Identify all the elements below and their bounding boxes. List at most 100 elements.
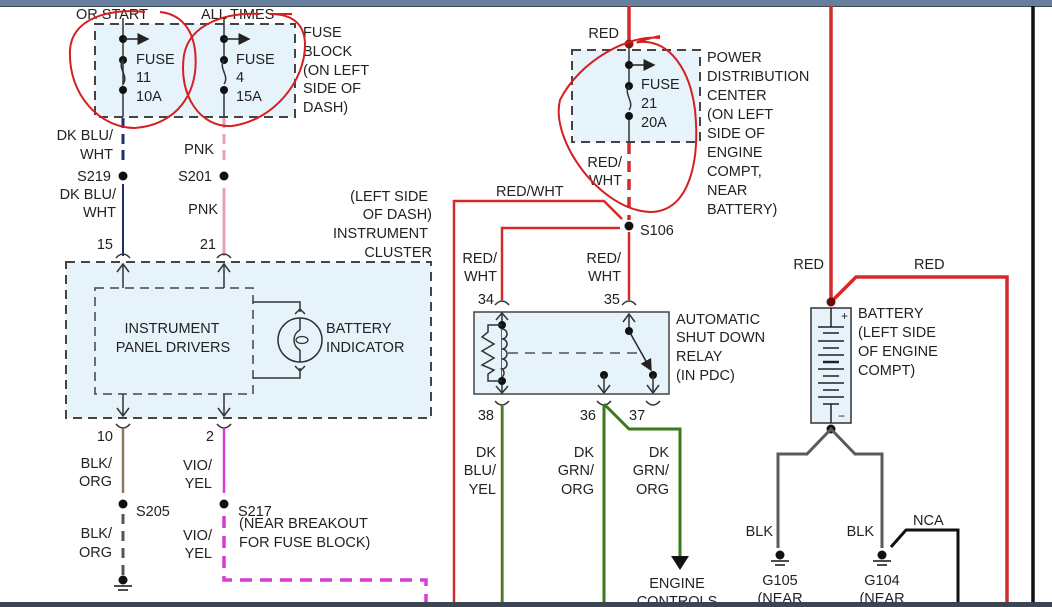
- wire-label: PNK: [184, 142, 214, 158]
- wire-red-right: [829, 275, 1009, 602]
- arrow-icon: [495, 311, 509, 395]
- arrow-down-icon: [116, 407, 130, 418]
- splice-s219: [118, 171, 128, 181]
- wire-label: RED/WHT: [496, 184, 564, 200]
- power-distribution-center: RED FUSE 21 20A POWER DISTRIBUTION CENTE…: [571, 6, 809, 218]
- drivers-label: INSTRUMENT: [124, 321, 219, 337]
- pdc-label: SIDE OF: [707, 126, 765, 142]
- wire-pnk: PNK S201 PNK: [178, 118, 229, 256]
- pdc-label: (ON LEFT: [707, 107, 773, 123]
- wire-label: DK: [649, 445, 669, 461]
- wire-vio-yel: VIO/ YEL S217 (NEAR BREAKOUT FOR FUSE BL…: [183, 428, 428, 602]
- annotation-circle-fuse-11: [68, 10, 197, 130]
- asd-relay: 34 35 AUTOMATIC SHUT DOWN RELAY (IN PDC)…: [473, 292, 765, 424]
- pin-34-label: 34: [478, 292, 494, 308]
- instrument-cluster: (LEFT SIDE OF DASH) INSTRUMENT CLUSTER I…: [65, 189, 432, 445]
- wire-label: RED/: [587, 155, 623, 171]
- wire-label: RED: [793, 257, 824, 273]
- cluster-label: OF DASH): [363, 207, 432, 223]
- battery-label: BATTERY: [858, 306, 924, 322]
- wire-label: WHT: [588, 269, 621, 285]
- ground-wires: BLK BLK NCA G105 (NEAR G104 (NEAR: [746, 426, 960, 607]
- splice-s217-note: FOR FUSE BLOCK): [239, 535, 370, 551]
- fuse-21-label: FUSE: [641, 77, 680, 93]
- wire-label: RED/: [586, 251, 622, 267]
- battery: RED RED + − BATTERY (LEFT SIDE OF ENGINE…: [793, 6, 1009, 602]
- pdc-label: COMPT,: [707, 164, 762, 180]
- annotation-markups: [68, 10, 698, 214]
- wire-label: BLK/: [81, 526, 113, 542]
- wire-label: RED/: [462, 251, 498, 267]
- fuse-symbol-icon: [221, 59, 227, 85]
- connector-pin-37: [645, 400, 661, 406]
- wire-label: BLK: [746, 524, 774, 540]
- fuse-4-label: FUSE: [236, 52, 275, 68]
- fuse-11-rating: 10A: [136, 89, 162, 105]
- fuse-11-number: 11: [136, 70, 151, 86]
- wire-label: WHT: [589, 173, 622, 189]
- pin-35-label: 35: [604, 292, 620, 308]
- wire-label: BLK: [847, 524, 875, 540]
- battery-plus-icon: +: [841, 309, 848, 323]
- wire-label: PNK: [188, 202, 218, 218]
- wire-label: YEL: [185, 546, 212, 562]
- pin-2-label: 2: [206, 429, 214, 445]
- splice-s106-label: S106: [640, 223, 674, 239]
- wire-label: WHT: [83, 205, 116, 221]
- relay-coil-icon: [499, 328, 508, 378]
- arrow-down-icon: [671, 556, 689, 570]
- battery-indicator-label: BATTERY: [326, 321, 392, 337]
- window-top-bar: [0, 0, 1052, 7]
- wire-label: YEL: [185, 476, 212, 492]
- splice-s106: [624, 221, 634, 231]
- wire-label: DK: [476, 445, 496, 461]
- battery-indicator-lamp-icon: [277, 307, 323, 373]
- wire-label: WHT: [464, 269, 497, 285]
- splice-s219-label: S219: [77, 169, 111, 185]
- arrow-up-icon: [116, 262, 130, 273]
- connector-pin-38: [494, 400, 510, 406]
- wire-label: VIO/: [183, 528, 213, 544]
- nca-label: NCA: [913, 513, 944, 529]
- wire-dk-blu-wht: DK BLU/ WHT S219 DK BLU/ WHT: [57, 118, 128, 256]
- arrow-down-icon: [217, 407, 231, 418]
- fuse-block-label: FUSE: [303, 25, 342, 41]
- wire-label: ORG: [79, 474, 112, 490]
- wire-label: RED: [914, 257, 945, 273]
- annotation-circle-fuse-4: [182, 12, 307, 128]
- asd-relay-label: RELAY: [676, 349, 723, 365]
- cluster-label: CLUSTER: [364, 245, 432, 261]
- wire-dk-grn-org: DK GRN/ ORG DK GRN/ ORG ENGINE CONTROLS: [558, 402, 717, 607]
- fuse-symbol-icon: [626, 85, 632, 111]
- wire-label: DK BLU/: [57, 128, 114, 144]
- asd-relay-label: (IN PDC): [676, 368, 735, 384]
- splice-s217-note: (NEAR BREAKOUT: [239, 516, 368, 532]
- pin-38-label: 38: [478, 408, 494, 424]
- wire-label: BLK/: [81, 456, 113, 472]
- fuse-21-rating: 20A: [641, 115, 667, 131]
- wire-label: ORG: [561, 482, 594, 498]
- arrow-up-icon: [622, 312, 636, 323]
- g104-label: G104: [864, 573, 899, 589]
- connector-pin-15: [115, 253, 131, 259]
- wire-label: GRN/: [633, 463, 670, 479]
- pdc-label: BATTERY): [707, 202, 777, 218]
- wire-nca: [889, 528, 960, 602]
- drivers-label: PANEL DRIVERS: [116, 340, 230, 356]
- battery-indicator-label: INDICATOR: [326, 340, 404, 356]
- fuse-4: FUSE 4 15A: [219, 18, 275, 117]
- pin-36-label: 36: [580, 408, 596, 424]
- pdc-label: POWER: [707, 50, 762, 66]
- pdc-label: ENGINE: [707, 145, 763, 161]
- fuse-block-label: SIDE OF: [303, 81, 361, 97]
- drivers-outline: [94, 287, 254, 395]
- fuse-header-or-start: OR START: [76, 7, 148, 23]
- fuse-11: FUSE 11 10A: [118, 18, 175, 117]
- battery-cells-icon: [818, 308, 844, 423]
- battery-label: (LEFT SIDE: [858, 325, 936, 341]
- splice-s217-label: S217: [238, 504, 272, 520]
- connector-pin-2: [216, 423, 232, 429]
- wire-label: VIO/: [183, 458, 213, 474]
- wire-dk-blu-yel: DK BLU/ YEL: [464, 405, 504, 602]
- wire-label: DK BLU/: [60, 187, 117, 203]
